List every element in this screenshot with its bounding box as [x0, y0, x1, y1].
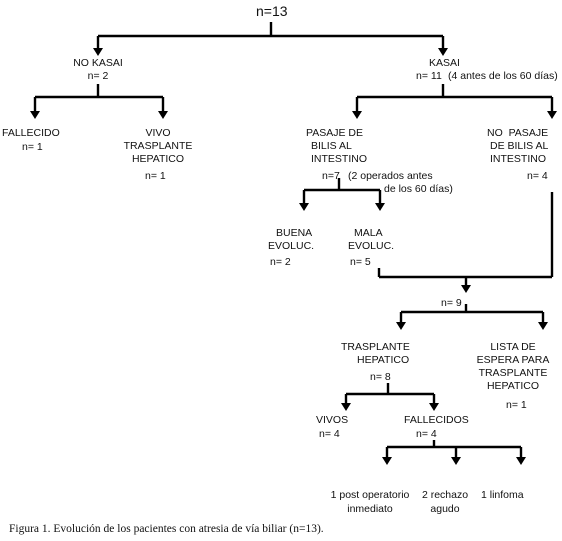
arrowhead: [299, 203, 309, 211]
fallecido-count: n= 1: [22, 141, 43, 153]
kasai-count: n= 11: [416, 70, 442, 82]
arrowhead: [375, 203, 385, 211]
merge-count: n= 9: [441, 297, 462, 309]
lista-line3: TRASPLANTE: [478, 367, 548, 379]
cause-post-op-line1: 1 post operatorio: [330, 489, 410, 501]
mala-count: n= 5: [350, 256, 371, 268]
mala-line1: MALA: [354, 227, 383, 239]
kasai-title: KASAI: [429, 57, 460, 69]
arrowhead: [382, 457, 392, 465]
cause-post-op-line2: inmediato: [347, 503, 393, 515]
no-pasaje-count: n= 4: [527, 170, 548, 182]
trasplante-line1: TRASPLANTE: [341, 341, 410, 353]
no-pasaje-line3: INTESTINO: [490, 153, 547, 165]
no-kasai-title: NO KASAI: [73, 57, 123, 69]
trasplante-count: n= 8: [370, 371, 391, 383]
no-pasaje-line2: DE BILIS AL: [490, 140, 549, 152]
pasaje-line3: INTESTINO: [311, 153, 368, 165]
arrowhead: [438, 48, 448, 56]
buena-count: n= 2: [270, 256, 291, 268]
cause-linfoma-line1: 1 linfoma: [481, 489, 524, 501]
arrowhead: [158, 111, 168, 119]
lista-line4: HEPATICO: [486, 380, 540, 392]
arrowhead: [547, 111, 557, 119]
fallecido-title: FALLECIDO: [2, 127, 60, 139]
vivo-trasplante-line2: TRASPLANTE: [123, 140, 193, 152]
arrowhead: [451, 457, 461, 465]
fallecidos-count: n= 4: [416, 428, 437, 440]
pasaje-count: n=7: [322, 170, 340, 182]
vivo-trasplante-line3: HEPATICO: [131, 153, 185, 165]
buena-line2: EVOLUC.: [268, 240, 315, 252]
trasplante-line2: HEPATICO: [357, 354, 410, 366]
arrowhead: [538, 322, 548, 330]
buena-line1: BUENA: [276, 227, 313, 239]
pasaje-line1: PASAJE DE: [306, 127, 363, 139]
lista-count: n= 1: [506, 399, 527, 411]
fallecidos-title: FALLECIDOS: [404, 414, 469, 426]
arrowhead: [429, 403, 439, 411]
arrowhead: [516, 457, 526, 465]
pasaje-note1: (2 operados antes: [348, 170, 433, 182]
no-pasaje-line1: NO PASAJE: [487, 127, 549, 139]
pasaje-note2: de los 60 días): [384, 183, 453, 195]
lista-line2: ESPERA PARA: [476, 354, 550, 366]
vivo-trasplante-line1: VIVO: [145, 127, 171, 139]
arrowhead: [341, 403, 351, 411]
vivo-trasplante-count: n= 1: [145, 170, 166, 182]
pasaje-line2: BILIS AL: [311, 140, 352, 152]
vivos-title: VIVOS: [316, 414, 349, 426]
cause-rechazo-line2: agudo: [430, 503, 460, 515]
arrowhead: [93, 48, 103, 56]
mala-line2: EVOLUC.: [348, 240, 395, 252]
arrowhead: [396, 322, 406, 330]
lista-line1: LISTA DE: [490, 341, 536, 353]
kasai-note: (4 antes de los 60 días): [448, 70, 558, 82]
cause-rechazo-line1: 2 rechazo: [421, 489, 469, 501]
vivos-count: n= 4: [319, 428, 340, 440]
figure-caption: Figura 1. Evolución de los pacientes con…: [9, 523, 324, 535]
arrowhead: [352, 111, 362, 119]
root-label: n=13: [256, 3, 288, 19]
arrowhead: [461, 285, 471, 293]
arrowhead: [30, 111, 40, 119]
no-kasai-count: n= 2: [87, 70, 109, 82]
